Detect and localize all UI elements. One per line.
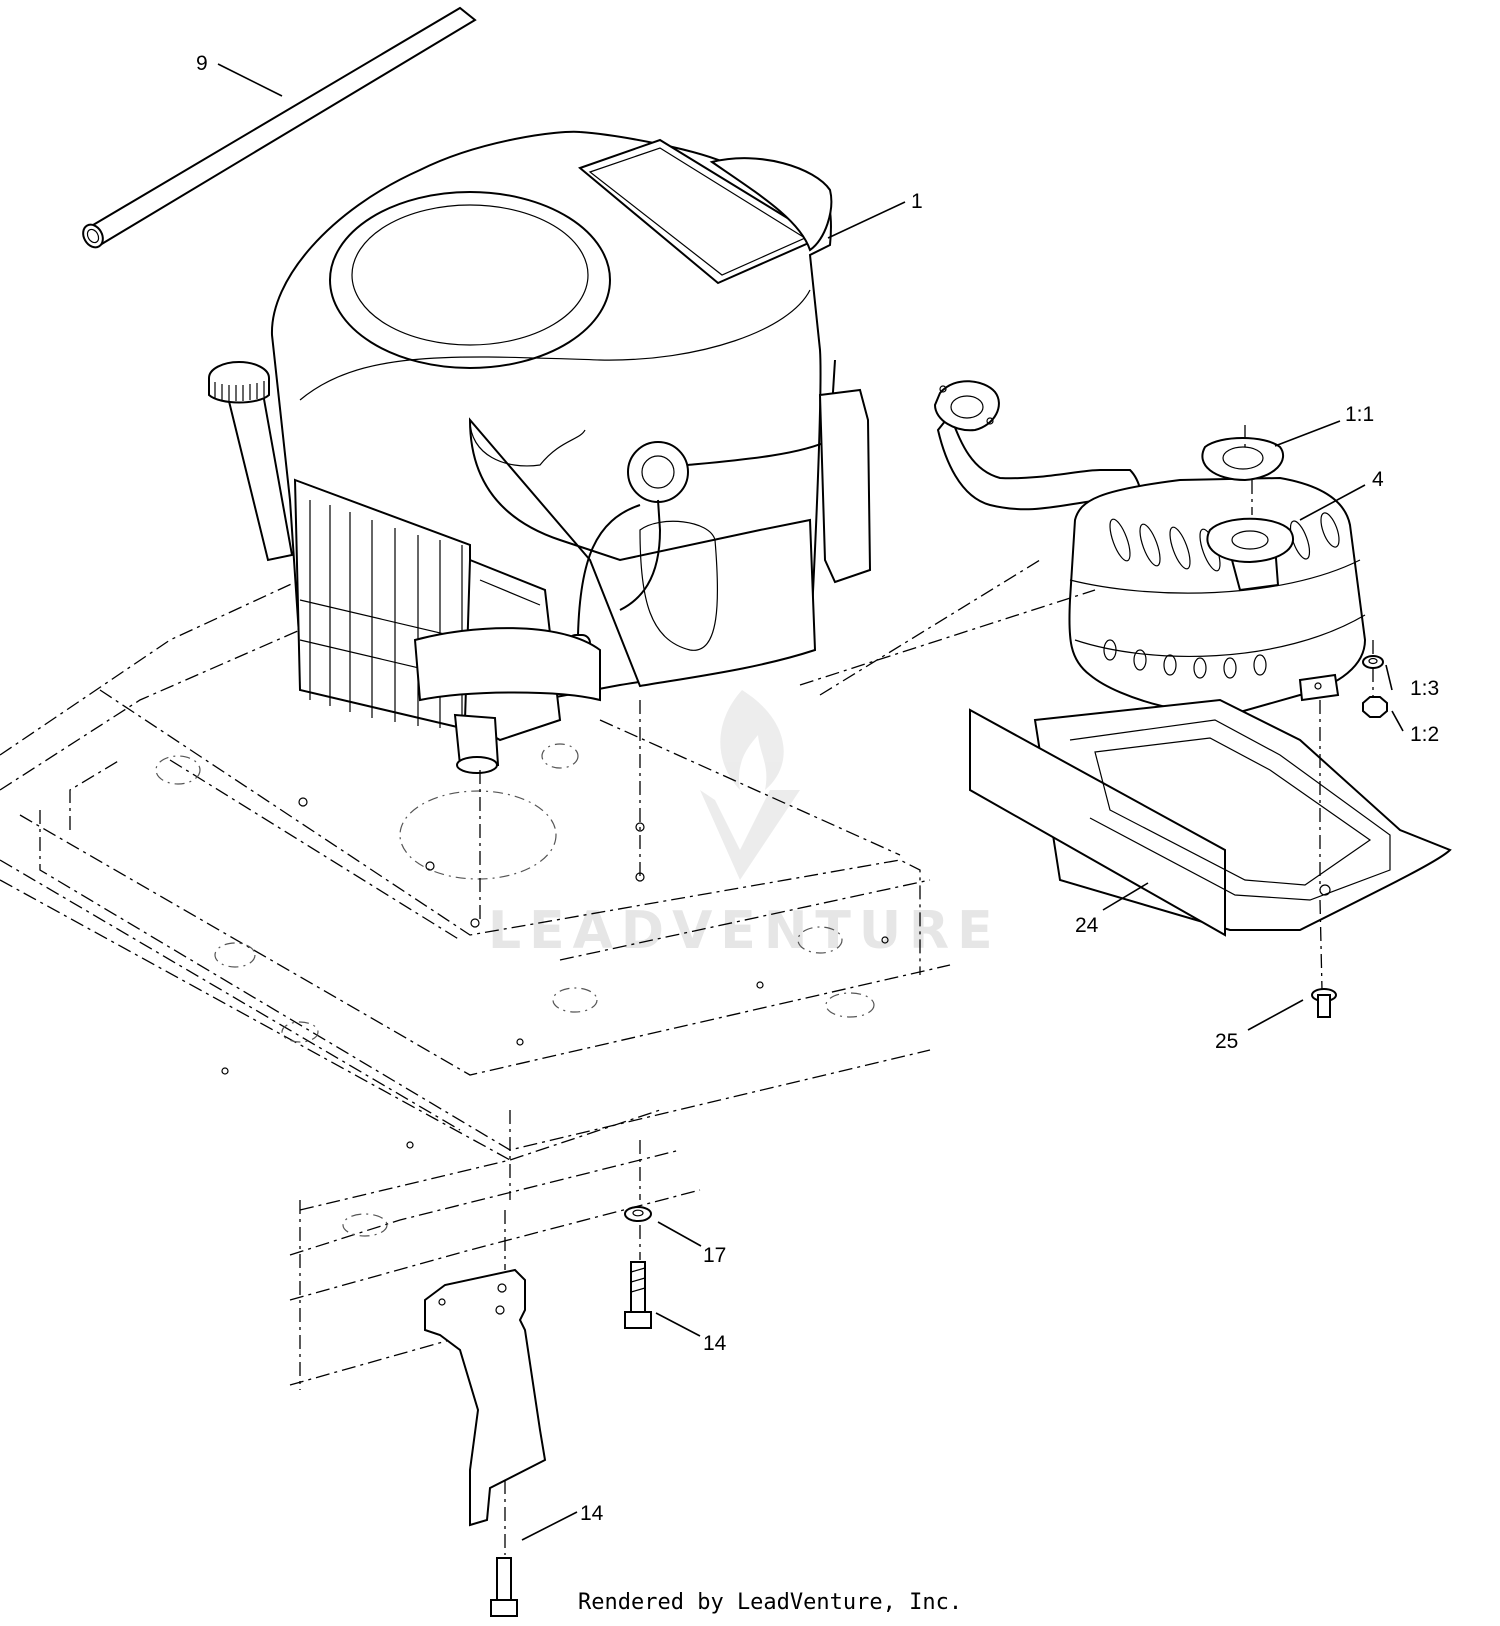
callout-14-upper: 14 [703, 1332, 727, 1355]
part-25-bolt [1311, 988, 1337, 1018]
watermark: LEADVENTURE [488, 690, 1001, 961]
part-1-2-nut [1362, 696, 1388, 718]
part-24-heat-shield [969, 698, 1452, 937]
part-17-washer [624, 1206, 652, 1222]
callout-1-1: 1:1 [1345, 403, 1374, 426]
callout-1-2: 1:2 [1410, 723, 1439, 746]
engine-base [413, 627, 601, 774]
mount-bracket [424, 1268, 547, 1527]
callout-1-3: 1:3 [1410, 677, 1439, 700]
leadventure-logo-icon [700, 690, 800, 880]
part-1-engine [208, 130, 872, 774]
watermark-text: LEADVENTURE [488, 901, 1001, 961]
part-1-3-washer [1362, 655, 1384, 669]
callout-4: 4 [1372, 468, 1384, 491]
part-14-bolt-upper [624, 1261, 652, 1329]
leader-lines [217, 63, 1404, 1541]
footer-credit: Rendered by LeadVenture, Inc. [578, 1590, 962, 1615]
callout-24: 24 [1075, 914, 1099, 937]
callout-1: 1 [911, 190, 923, 213]
callout-25: 25 [1215, 1030, 1238, 1053]
fuel-pump [619, 359, 836, 611]
part-14-bolt-lower [490, 1557, 518, 1617]
callout-14-lower: 14 [580, 1502, 604, 1525]
assembly-lines [479, 425, 1374, 1555]
callouts: 9 1 1:1 4 1:3 1:2 24 25 17 14 14 [196, 52, 1439, 1525]
callout-9: 9 [196, 52, 208, 75]
part-9-tube [82, 6, 477, 249]
callout-17: 17 [703, 1244, 726, 1267]
chassis-frame [0, 579, 951, 1390]
part-4-muffler [933, 380, 1367, 715]
oil-fill-cap [208, 361, 294, 562]
